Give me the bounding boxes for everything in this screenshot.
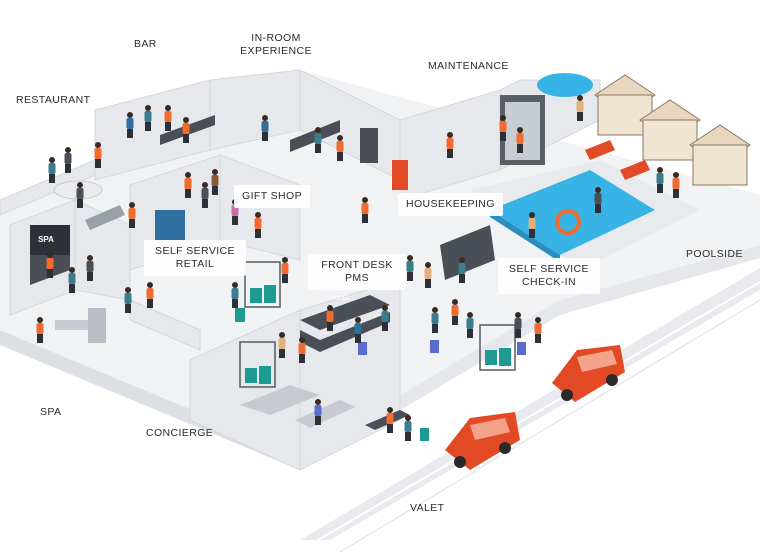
label-poolside: POOLSIDE xyxy=(686,248,743,260)
person-figure xyxy=(68,267,76,293)
person-figure xyxy=(594,187,602,213)
person-figure xyxy=(514,312,522,338)
label-restaurant: RESTAURANT xyxy=(16,94,91,106)
person-figure xyxy=(314,127,322,153)
person-figure xyxy=(466,312,474,338)
car-1 xyxy=(445,412,520,470)
person-figure xyxy=(48,157,56,183)
person-figure xyxy=(672,172,680,198)
person-figure xyxy=(458,257,466,283)
person-figure xyxy=(499,115,507,141)
person-figure xyxy=(36,317,44,343)
spa-sign-panel: SPA xyxy=(35,232,57,244)
person-figure xyxy=(64,147,72,173)
person-figure xyxy=(528,212,536,238)
label-gift-shop: GIFT SHOP xyxy=(234,185,310,208)
person-figure xyxy=(281,257,289,283)
luggage-carts xyxy=(239,261,516,388)
person-figure xyxy=(211,169,219,195)
person-figure xyxy=(128,202,136,228)
label-front-desk-pms: FRONT DESK PMS xyxy=(308,254,406,290)
person-figure xyxy=(164,105,172,131)
people xyxy=(36,95,680,441)
person-figure xyxy=(94,142,102,168)
label-bar: BAR xyxy=(134,38,157,50)
luggage xyxy=(235,285,526,441)
person-figure xyxy=(46,252,54,278)
person-figure xyxy=(126,112,134,138)
hotel-sign-text: HOTEL xyxy=(330,296,351,302)
label-in-room-experience: IN-ROOM EXPERIENCE xyxy=(240,32,312,57)
person-figure xyxy=(516,127,524,153)
person-figure xyxy=(386,407,394,433)
person-figure xyxy=(144,105,152,131)
cabanas xyxy=(594,74,751,186)
person-figure xyxy=(201,182,209,208)
hotel-sign-panel: HOTEL xyxy=(330,296,351,302)
person-figure xyxy=(451,299,459,325)
person-figure xyxy=(336,135,344,161)
person-figure xyxy=(278,332,286,358)
person-figure xyxy=(354,317,362,343)
person-figure xyxy=(261,115,269,141)
person-figure xyxy=(534,317,542,343)
cars xyxy=(445,345,625,470)
label-self-service-check-in: SELF SERVICE CHECK-IN xyxy=(498,258,600,294)
person-figure xyxy=(381,305,389,331)
furniture xyxy=(30,95,545,430)
label-self-service-retail: SELF SERVICE RETAIL xyxy=(144,240,246,276)
car-2 xyxy=(552,345,625,402)
person-figure xyxy=(182,117,190,143)
person-figure xyxy=(298,337,306,363)
person-figure xyxy=(431,307,439,333)
person-figure xyxy=(184,172,192,198)
person-figure xyxy=(254,212,262,238)
person-figure xyxy=(361,197,369,223)
person-figure xyxy=(326,305,334,331)
person-figure xyxy=(231,282,239,308)
person-figure xyxy=(404,415,412,441)
person-figure xyxy=(314,399,322,425)
spa-sign-text: SPA xyxy=(38,235,54,244)
label-valet: VALET xyxy=(410,502,445,514)
person-figure xyxy=(124,287,132,313)
person-figure xyxy=(446,132,454,158)
label-maintenance: MAINTENANCE xyxy=(428,60,509,72)
person-figure xyxy=(406,255,414,281)
person-figure xyxy=(146,282,154,308)
road xyxy=(300,255,760,555)
person-figure xyxy=(424,262,432,288)
person-figure xyxy=(656,167,664,193)
label-concierge: CONCIERGE xyxy=(146,427,214,439)
person-figure xyxy=(576,95,584,121)
label-housekeeping: HOUSEKEEPING xyxy=(398,193,503,216)
person-figure xyxy=(86,255,94,281)
person-figure xyxy=(76,182,84,208)
lounge-chairs xyxy=(585,140,650,180)
label-spa: SPA xyxy=(40,406,62,418)
